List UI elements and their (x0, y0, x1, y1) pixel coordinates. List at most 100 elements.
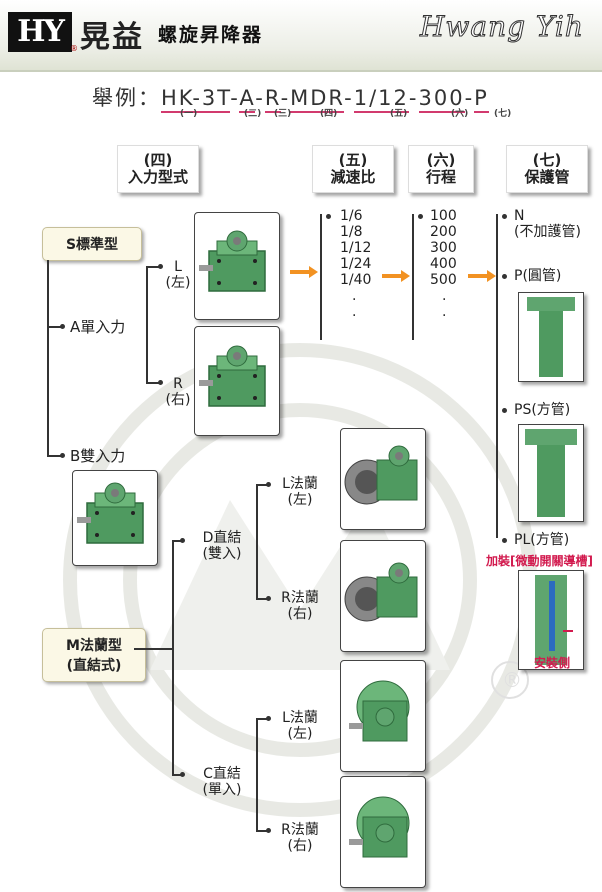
note-7: (七) (494, 109, 512, 119)
tree-branch-d (172, 540, 182, 542)
code-part-input: A (239, 86, 256, 113)
stroke-item: 200 (430, 224, 457, 240)
section-cover-num: (七) (532, 151, 562, 169)
product-title: 螺旋昇降器 (158, 24, 264, 46)
ratio-item: 1/40 (340, 272, 372, 288)
arrow-to-ratio (290, 266, 318, 278)
tree-branch-dr (256, 598, 268, 600)
watermark-registered: ® (502, 668, 522, 692)
tree-branch-b (47, 455, 63, 457)
section-input-type: (四) 入力型式 (117, 145, 199, 193)
tree-dot-dr (266, 596, 271, 601)
note-1: (一) (180, 109, 198, 119)
note-2: (二) (244, 109, 262, 119)
cover-ps: PS(方管) (514, 402, 571, 418)
tree-branch-cr (256, 830, 268, 832)
pipe-image-round (518, 292, 584, 382)
cover-p: P(圓管) (514, 268, 562, 284)
cover-dot-pl (502, 538, 507, 543)
type-flange-line1: M法蘭型 (66, 638, 122, 654)
tree-branch-a (47, 326, 63, 328)
label-a-single: A單入力 (70, 318, 126, 336)
code-part-model: HK-3T (161, 86, 231, 113)
tree-dot-cl (266, 716, 271, 721)
ratio-item: 1/12 (340, 240, 372, 256)
section-stroke-title: 行程 (425, 168, 456, 186)
note-3: (三) (274, 109, 292, 119)
ratio-ellipsis: . (352, 304, 357, 320)
note-4: (四) (320, 109, 338, 119)
cover-dot-ps (502, 408, 507, 413)
stroke-list: 100 200 300 400 500 . . (430, 208, 457, 320)
stroke-item: 100 (430, 208, 457, 224)
example-prefix: 舉例： (92, 86, 161, 110)
tree-line-c (256, 718, 258, 832)
label-c-direct: C直結(單入) (202, 766, 242, 798)
tree-dot-l (158, 264, 163, 269)
ratio-dot (326, 214, 331, 219)
type-flange-line2: (直結式) (66, 658, 122, 674)
gearbox-image-c-r (340, 776, 426, 888)
pl-note: 加裝[微動開關導槽] (486, 554, 593, 568)
cover-line (496, 214, 498, 538)
section-ratio-num: (五) (338, 151, 368, 169)
script-logo: Hwang Yih (420, 10, 584, 44)
brand-name: 晃益 (80, 20, 144, 55)
type-flange-box: M法蘭型 (直結式) (42, 628, 146, 682)
gearbox-image-d-l (340, 428, 426, 530)
cover-dot-n (502, 214, 507, 219)
tree-line-s (47, 260, 49, 456)
note-6: (六) (451, 109, 469, 119)
tree-branch-l (146, 266, 160, 268)
tree-branch-cl (256, 718, 268, 720)
tree-line-a (146, 266, 148, 384)
code-part-ratio: 1/12 (353, 86, 409, 113)
ratio-list: 1/6 1/8 1/12 1/24 1/40 . . (340, 208, 371, 320)
gearbox-image-r (194, 326, 280, 436)
code-part-cover: P (474, 86, 489, 113)
tree-branch-c (172, 774, 182, 776)
tree-dot-dl (266, 482, 271, 487)
label-d-r-flange: R法蘭(右) (281, 590, 319, 622)
section-ratio-title: 減速比 (330, 168, 376, 186)
model-example: 舉例：HK-3T-A-R-MDR-1/12-300-P (92, 82, 489, 113)
tree-dot-d (180, 538, 185, 543)
section-cover: (七) 保護管 (506, 145, 588, 193)
company-logo: HY (8, 12, 72, 52)
gearbox-image-b (72, 470, 158, 566)
logo-registered-mark: ® (70, 44, 78, 53)
stroke-dot (418, 214, 423, 219)
label-b-double: B雙入力 (70, 447, 126, 465)
section-cover-title: 保護管 (524, 168, 570, 186)
ratio-item: 1/6 (340, 208, 363, 224)
label-r-right: R(右) (165, 376, 191, 408)
ratio-bracket (320, 214, 322, 340)
stroke-item: 400 (430, 256, 457, 272)
gearbox-image-l (194, 212, 280, 320)
note-5: (五) (390, 109, 408, 119)
cover-n: N(不加護管) (514, 208, 581, 240)
tree-branch-m (134, 648, 174, 650)
ratio-item: 1/8 (340, 224, 363, 240)
gearbox-image-d-r (340, 540, 426, 652)
install-side: 安裝側 (534, 656, 571, 670)
tree-branch-dl (256, 484, 268, 486)
section-input-title: 入力型式 (127, 168, 188, 186)
tree-line-m (172, 540, 174, 776)
label-l-left: L(左) (165, 259, 191, 291)
ratio-ellipsis: . (352, 288, 357, 304)
section-input-num: (四) (143, 151, 173, 169)
stroke-item: 300 (430, 240, 457, 256)
stroke-ellipsis: . (442, 304, 447, 320)
tree-dot-c (180, 772, 185, 777)
pipe-image-square (518, 424, 584, 522)
stroke-item: 500 (430, 272, 457, 288)
code-part-stroke: 300 (418, 86, 465, 113)
cover-dot-p (502, 274, 507, 279)
stroke-bracket (412, 214, 414, 340)
header-bar (0, 0, 602, 72)
tree-dot-a (60, 324, 65, 329)
tree-dot-b (60, 453, 65, 458)
code-part-type: MDR (290, 86, 345, 113)
label-c-l-flange: L法蘭(左) (282, 710, 318, 742)
